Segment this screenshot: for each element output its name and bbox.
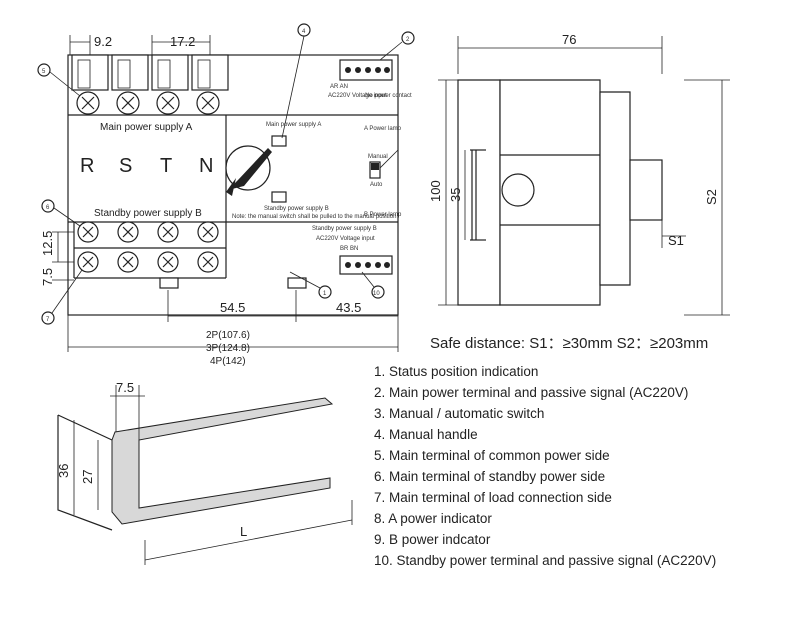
text-voltage-top: AC220V Voltage input [328,93,387,99]
label-standby-supply: Standby power supply B [94,208,202,219]
text-manual: Manual [368,154,388,160]
legend-item: 4. Manual handle [374,427,478,442]
front-view: 9.2 17.2 A [37,23,415,367]
legend-item: 3. Manual / automatic switch [374,406,544,421]
legend-item: 1. Status position indication [374,364,538,379]
text-standby-top: Standby power supply B [312,226,377,232]
bottom-screws [77,221,219,273]
phase-letter: T [160,155,172,177]
side-dim-s1: S1 [668,233,684,248]
side-dim-s2: S2 [704,189,719,205]
text-no-power: No power contact [365,93,412,99]
text-standby-power-b: Standby power supply B [264,206,329,212]
rail-dim-height: 36 [56,464,71,478]
text-main-power-a: Main power supply A [266,122,321,128]
text-handle-note: Note: the manual switch shall be pulled … [232,214,396,220]
text-b-power-lamp: B Power lamp [364,212,402,218]
width-3p: 3P(124.8) [206,343,250,354]
phase-letter: N [199,155,213,177]
callout-1: 1 [289,271,332,299]
legend-item: 2. Main power terminal and passive signa… [374,385,688,400]
manual-handle [225,145,272,196]
svg-text:1: 1 [323,291,327,297]
legend-item: 8. A power indicator [374,511,492,526]
svg-text:6: 6 [46,205,50,211]
legend-item: 10. Standby power terminal and passive s… [374,553,716,568]
safe-distance: Safe distance: S1：≥30mm S2：≥203mm [430,335,708,352]
legend-item: 7. Main terminal of load connection side [374,490,612,505]
dim-pole-pitch: 17.2 [170,34,195,49]
side-view: 76 100 35 S2 S1 Safe distance: S1：≥30mm … [428,32,730,352]
label-main-supply: Main power supply A [100,122,193,133]
svg-text:2: 2 [406,37,410,43]
side-dim-height: 100 [428,180,443,202]
callout-5: 5 [37,63,81,97]
callout-2: 2 [379,31,415,61]
legend-item: 6. Main terminal of standby power side [374,469,605,484]
dim-right: 43.5 [336,300,361,315]
rail-dim-inner: 27 [80,470,95,484]
dim-terminal-pitch: 9.2 [94,34,112,49]
width-2p: 2P(107.6) [206,330,250,341]
svg-text:7: 7 [46,317,50,323]
rail-view: 7.5 36 27 L [56,380,353,565]
dim-mid: 54.5 [220,300,245,315]
legend-item: 5. Main terminal of common power side [374,448,610,463]
legend-item: 9. B power indcator [374,532,491,547]
svg-text:10: 10 [373,291,380,297]
rail-dim-flange: 7.5 [116,380,134,395]
phase-letter: R [80,155,94,177]
svg-text:5: 5 [42,69,46,75]
dim-bottom-gap: 7.5 [40,268,55,286]
status-indicator-b [271,191,287,203]
svg-text:4: 4 [302,29,306,35]
text-auto: Auto [370,182,383,188]
status-indicator-a [271,135,287,147]
text-a-power-lamp: A Power lamp [364,126,402,132]
callout-7: 7 [41,269,83,325]
side-dim-inner: 35 [448,188,463,202]
top-screws [76,91,220,115]
side-dim-width: 76 [562,32,576,47]
legend-list: 1. Status position indication 2. Main po… [374,364,716,568]
callout-4: 4 [281,23,311,139]
callout-10: 10 [361,271,385,299]
rail-dim-length: L [240,524,247,539]
dim-row-gap: 12.5 [40,231,55,256]
text-voltage-bottom: AC220V Voltage input [316,236,375,242]
text-top-terminal: AR AN [330,84,348,90]
phase-letter: S [119,155,132,177]
width-4p: 4P(142) [210,356,246,367]
text-bottom-terminal: BR BN [340,246,358,252]
callout-6: 6 [41,199,81,227]
top-terminal-row [71,54,229,91]
